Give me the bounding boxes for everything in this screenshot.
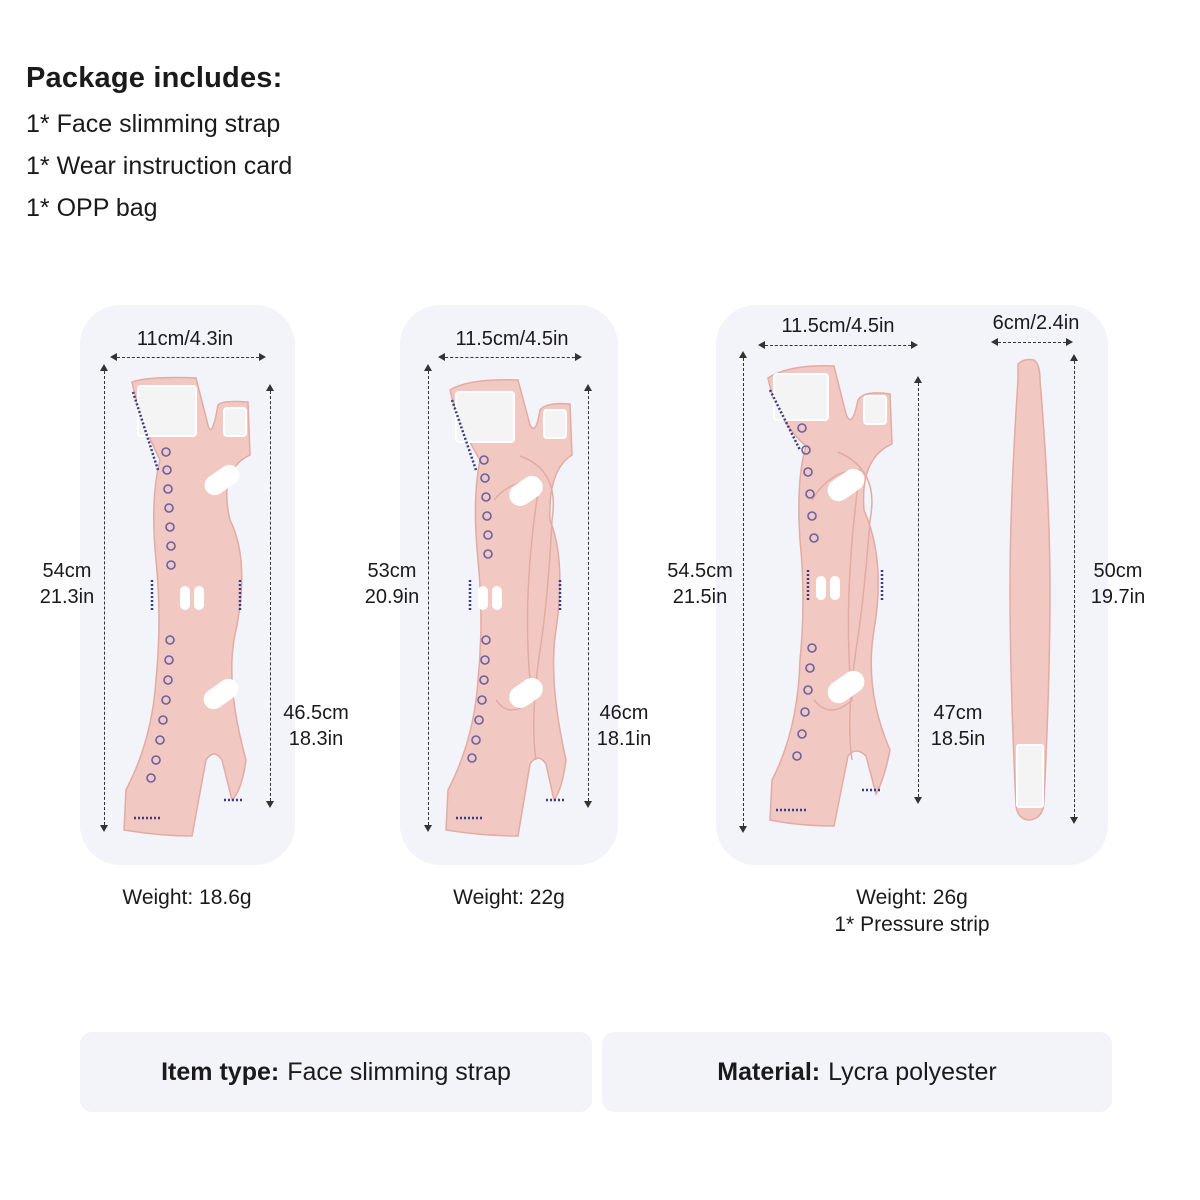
package-item-strap: 1* Face slimming strap — [26, 110, 281, 138]
product-2-inner-arrow — [584, 384, 592, 808]
product-2-width-label: 11.5cm/4.5in — [455, 328, 569, 350]
product-1-weight: Weight: 18.6g — [122, 886, 252, 909]
item-type-box: Item type: Face slimming strap — [80, 1032, 592, 1112]
product-3-length-arrow — [739, 351, 747, 833]
product-3-inner-arrow — [914, 376, 922, 804]
product-3-inner-cm: 47cm — [933, 702, 983, 724]
product-1-width-label: 11cm/4.3in — [136, 328, 234, 350]
product-3-length-in: 21.5in — [672, 586, 728, 608]
material-box: Material: Lycra polyester — [602, 1032, 1112, 1112]
product-3-length-cm: 54.5cm — [667, 560, 733, 582]
product-3-width-arrow — [758, 341, 918, 349]
material-value: Lycra polyester — [828, 1057, 997, 1086]
product-1-inner-in: 18.3in — [288, 728, 344, 750]
product-1-length-arrow — [100, 364, 108, 832]
product-3-weight: Weight: 26g — [856, 886, 968, 909]
product-2-width-arrow — [438, 353, 582, 361]
item-type-label: Item type: — [161, 1057, 280, 1086]
product-1-inner-arrow — [266, 384, 274, 808]
item-type-value: Face slimming strap — [287, 1057, 511, 1086]
strip-length-cm: 50cm — [1093, 560, 1143, 582]
package-item-bag: 1* OPP bag — [26, 194, 158, 222]
strip-length-in: 19.7in — [1090, 586, 1146, 608]
package-title: Package includes: — [26, 62, 283, 94]
product-2-length-cm: 53cm — [367, 560, 417, 582]
product-1-length-cm: 54cm — [42, 560, 92, 582]
package-item-card: 1* Wear instruction card — [26, 152, 293, 180]
product-2-length-in: 20.9in — [364, 586, 420, 608]
product-1-length-in: 21.3in — [39, 586, 95, 608]
product-1-inner-cm: 46.5cm — [283, 702, 349, 724]
product-3-extra: 1* Pressure strip — [834, 913, 990, 936]
product-2-length-arrow — [424, 364, 432, 832]
strip-width-label: 6cm/2.4in — [992, 312, 1080, 334]
product-2-weight: Weight: 22g — [453, 886, 565, 909]
strip-width-arrow — [991, 338, 1073, 346]
product-2-inner-cm: 46cm — [599, 702, 649, 724]
material-label: Material: — [717, 1057, 821, 1086]
product-1-width-arrow — [110, 353, 266, 361]
product-2-inner-in: 18.1in — [596, 728, 652, 750]
product-3-width-label: 11.5cm/4.5in — [781, 315, 895, 337]
product-3-inner-in: 18.5in — [930, 728, 986, 750]
strip-length-arrow — [1070, 354, 1078, 824]
